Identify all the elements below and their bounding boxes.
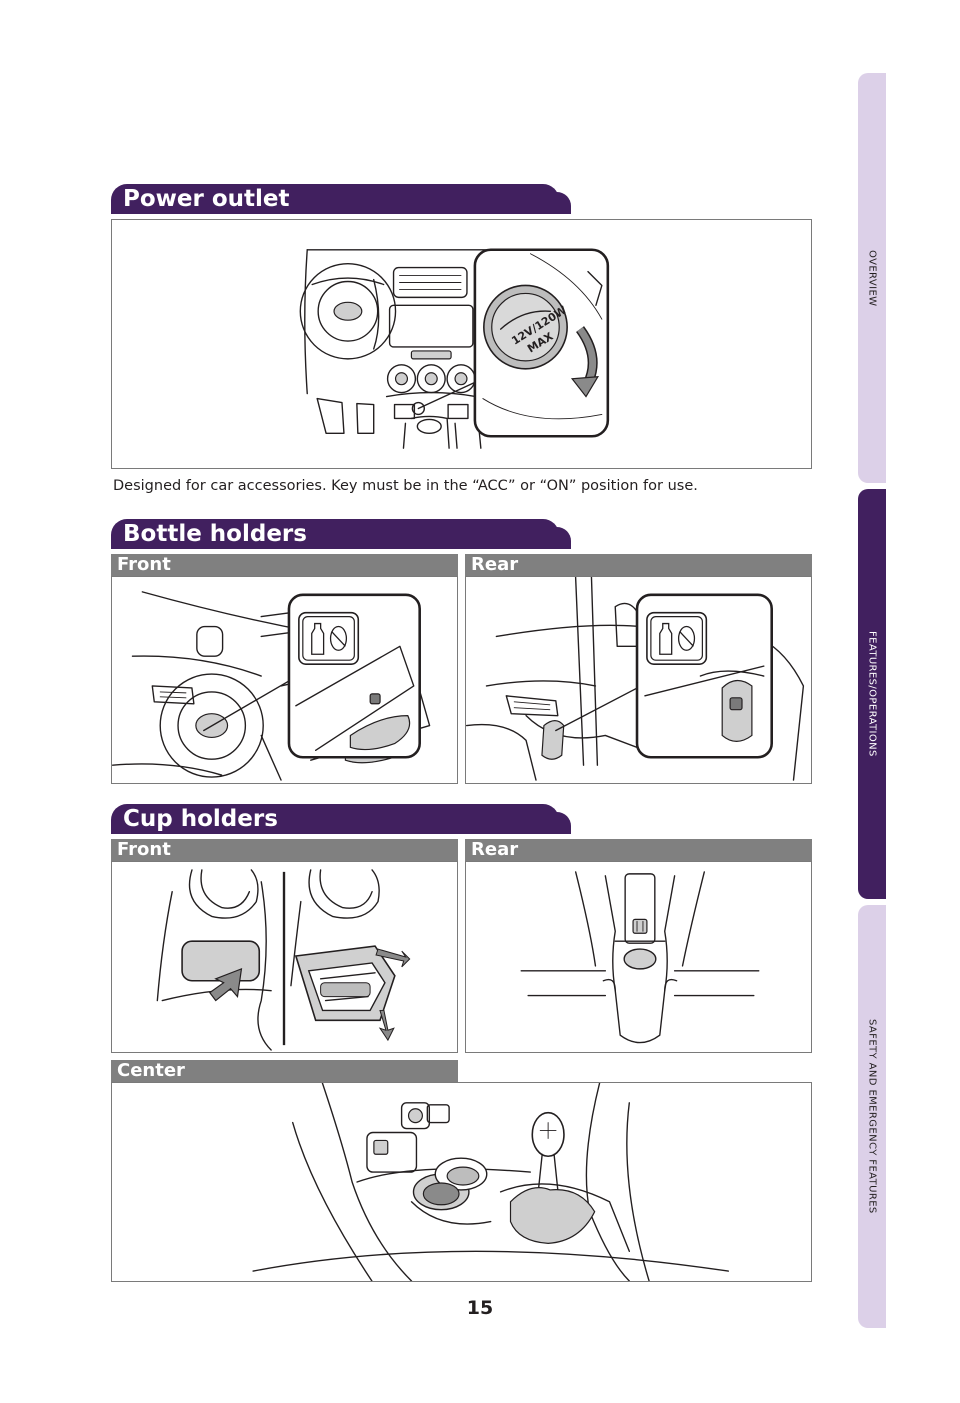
cup-holders-center-label: Center <box>111 1060 458 1082</box>
bottle-holders-front-label: Front <box>111 554 458 576</box>
side-tab-features-label: FEATURES/OPERATIONS <box>866 631 878 757</box>
side-tab-safety-label: SAFETY AND EMERGENCY FEATURES <box>866 1019 878 1214</box>
bottle-holder-front-illustration <box>111 576 458 784</box>
cup-holder-center-drawing <box>252 1083 729 1281</box>
bottle-holders-rear-label: Rear <box>465 554 812 576</box>
bottle-holder-rear-drawing <box>466 577 805 781</box>
page-number: 15 <box>466 1297 494 1319</box>
cup-holders-title: Cup holders <box>123 806 278 832</box>
cup-holders-front-label: Front <box>111 839 458 861</box>
side-tab-overview[interactable]: OVERVIEW <box>858 73 886 483</box>
side-tab-safety[interactable]: SAFETY AND EMERGENCY FEATURES <box>858 905 886 1328</box>
bottle-holder-rear-illustration <box>465 576 812 784</box>
cup-holders-rear-label: Rear <box>465 839 812 861</box>
power-outlet-title: Power outlet <box>123 186 290 212</box>
power-outlet-caption: Designed for car accessories. Key must b… <box>113 478 698 494</box>
cup-holders-header: Cup holders <box>111 804 571 834</box>
cup-holder-center-illustration <box>111 1082 812 1282</box>
bottle-holders-header: Bottle holders <box>111 519 571 549</box>
bottle-holders-title: Bottle holders <box>123 521 307 547</box>
cup-holder-rear-drawing <box>520 871 760 1044</box>
power-outlet-illustration: 12V/120W MAX <box>111 219 812 469</box>
cup-holder-rear-illustration <box>465 861 812 1053</box>
cup-holder-front-illustration <box>111 861 458 1053</box>
power-outlet-header: Power outlet <box>111 184 571 214</box>
bottle-holder-front-drawing <box>112 591 431 781</box>
cup-holder-front-drawing <box>156 869 411 1051</box>
power-outlet-drawing: 12V/120W MAX <box>299 248 610 449</box>
side-tab-overview-label: OVERVIEW <box>866 249 878 307</box>
side-tab-features-operations[interactable]: FEATURES/OPERATIONS <box>858 489 886 899</box>
